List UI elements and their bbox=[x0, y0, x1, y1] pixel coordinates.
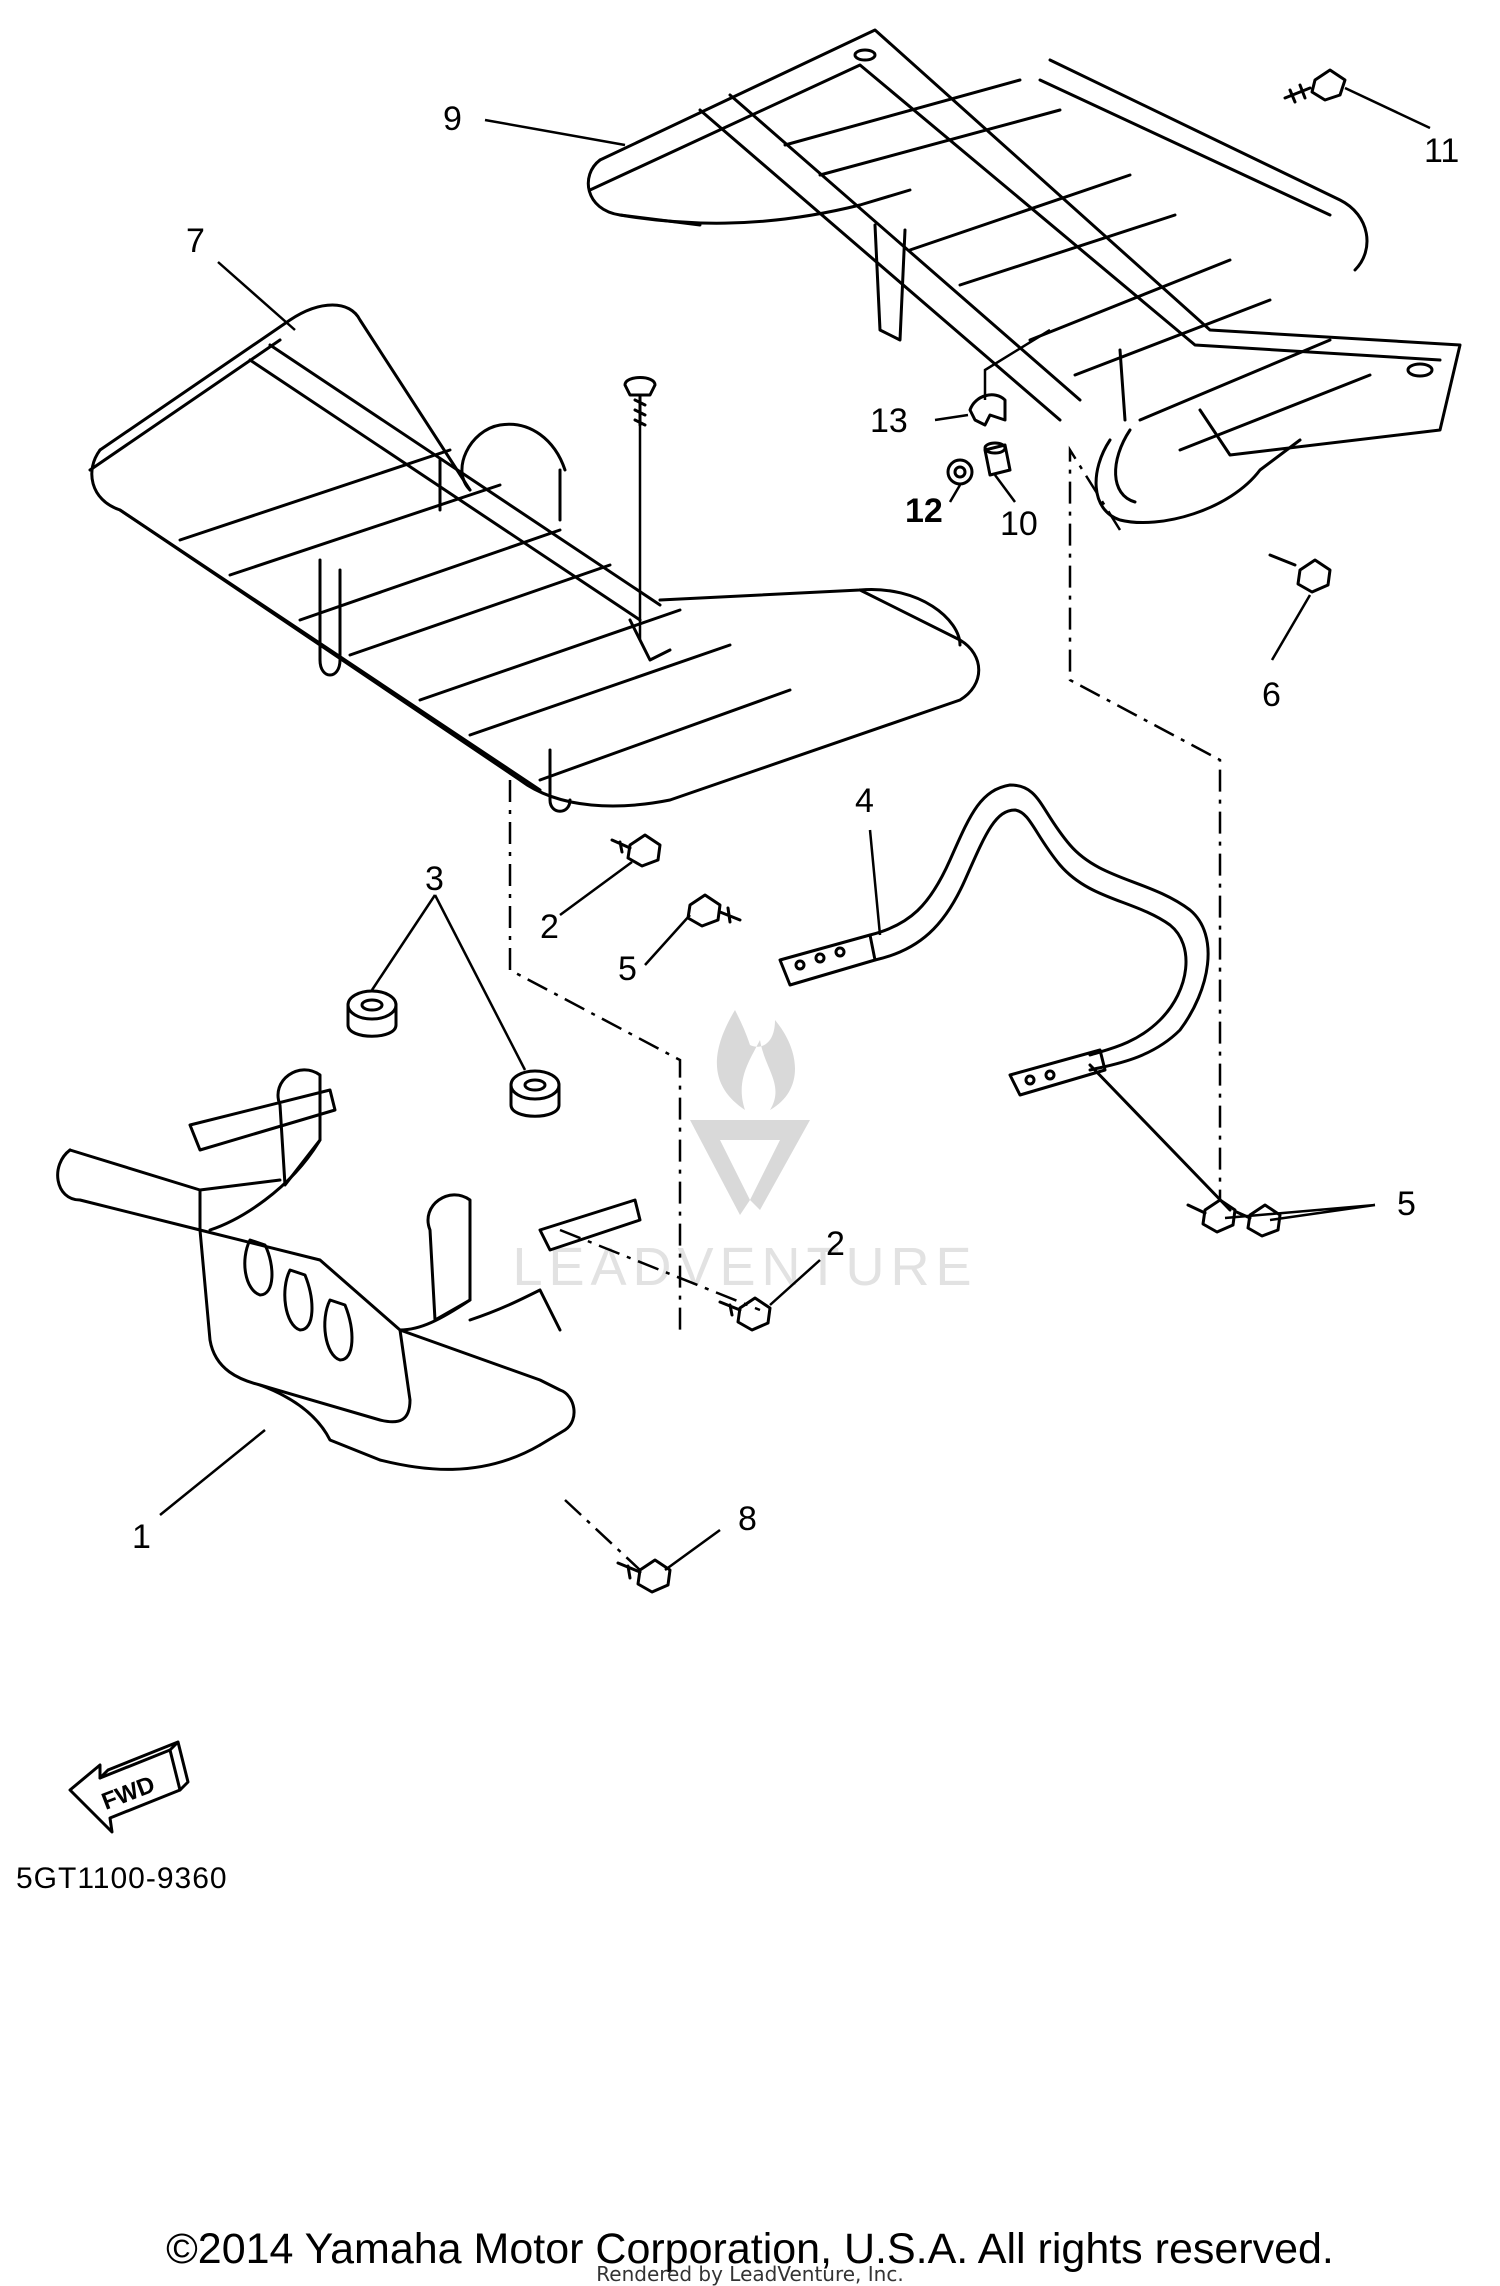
rendered-by-notice: Rendered by LeadVenture, Inc. bbox=[596, 2262, 904, 2286]
part-6-bolt[interactable] bbox=[1268, 553, 1332, 594]
part-5-bolt-lower-b[interactable] bbox=[1186, 1198, 1237, 1234]
fwd-arrow-icon: FWD bbox=[68, 1740, 190, 1834]
bolt-top[interactable] bbox=[623, 376, 657, 641]
part-3-grommet-upper[interactable] bbox=[346, 989, 398, 1038]
callout-11: 11 bbox=[1424, 132, 1459, 170]
part-10-collar[interactable] bbox=[983, 441, 1012, 477]
callout-13: 13 bbox=[870, 402, 908, 440]
alignment-lines bbox=[508, 445, 1222, 1571]
part-1-front-guard[interactable] bbox=[56, 1068, 642, 1471]
diagram-code: 5GT1100-9360 bbox=[16, 1862, 228, 1895]
leader-13-up bbox=[983, 328, 1051, 400]
part-2-bolt-lower[interactable] bbox=[718, 1296, 772, 1332]
part-12-nut[interactable] bbox=[946, 458, 974, 486]
leader-lines bbox=[159, 86, 1431, 1572]
callout-4: 4 bbox=[855, 782, 874, 820]
callout-1: 1 bbox=[132, 1518, 151, 1556]
part-2-bolt-upper[interactable] bbox=[610, 833, 662, 868]
part-11-bolt[interactable] bbox=[1283, 68, 1347, 104]
part-8-bolt[interactable] bbox=[616, 1558, 672, 1594]
leadventure-watermark: LEADVENTURE bbox=[512, 1010, 977, 1297]
callout-9: 9 bbox=[443, 100, 462, 138]
part-3-grommet-lower[interactable] bbox=[509, 1069, 561, 1118]
callout-3: 3 bbox=[425, 860, 444, 898]
callout-2-upper: 2 bbox=[540, 908, 559, 946]
callout-10: 10 bbox=[1000, 505, 1038, 543]
callout-2-lower: 2 bbox=[826, 1225, 845, 1263]
part-5-bolt-upper[interactable] bbox=[686, 893, 742, 928]
callout-5-upper: 5 bbox=[618, 950, 637, 988]
part-9-rear-carrier[interactable] bbox=[586, 28, 1462, 525]
callouts: 9 7 11 13 12 10 6 4 3 2 5 5 2 1 8 bbox=[132, 100, 1459, 1556]
part-13-clip[interactable] bbox=[968, 393, 1007, 427]
callout-8: 8 bbox=[738, 1500, 757, 1538]
part-4-rear-bracket[interactable] bbox=[778, 783, 1232, 1212]
callout-7: 7 bbox=[186, 222, 205, 260]
callout-5-lower: 5 bbox=[1397, 1185, 1416, 1223]
copyright-notice: ©2014 Yamaha Motor Corporation, U.S.A. A… bbox=[166, 2225, 1334, 2273]
watermark-text: LEADVENTURE bbox=[512, 1237, 977, 1297]
part-7-front-carrier[interactable] bbox=[88, 303, 981, 813]
callout-12: 12 bbox=[905, 492, 943, 530]
callout-6: 6 bbox=[1262, 676, 1281, 714]
